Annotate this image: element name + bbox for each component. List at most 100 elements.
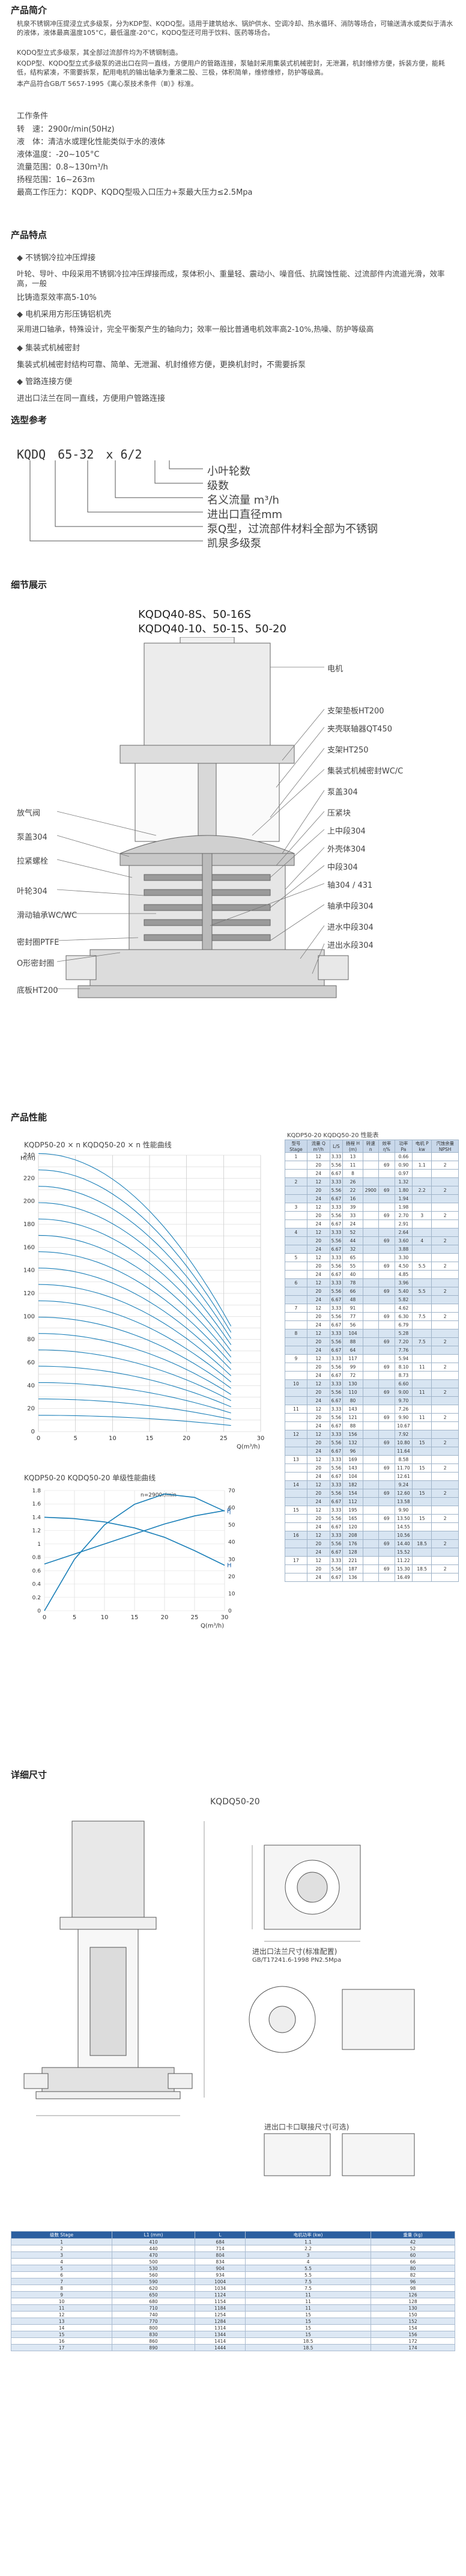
- table-cell: 4.62: [394, 1304, 413, 1313]
- stage-curve: [38, 1415, 231, 1426]
- y-tick-label: 0.6: [32, 1568, 41, 1574]
- table-cell: 5.5: [245, 2265, 371, 2272]
- dimensions-title: 详细尺寸: [11, 1769, 47, 1780]
- detail-title: 细节展示: [11, 579, 47, 590]
- x-tick-label: 10: [109, 1435, 116, 1442]
- table-cell: 7.26: [394, 1405, 413, 1414]
- table-cell: 96: [370, 2278, 456, 2285]
- table-cell: [412, 1447, 432, 1456]
- y-tick-label: 40: [27, 1382, 35, 1389]
- table-cell: 9.70: [394, 1396, 413, 1405]
- table-cell: 5.5: [245, 2271, 371, 2278]
- table-cell: 69: [378, 1363, 395, 1372]
- table-cell: [412, 1405, 432, 1414]
- table-cell: [362, 1295, 379, 1304]
- table-cell: 121: [342, 1413, 363, 1422]
- table-cell: 5.82: [394, 1295, 413, 1304]
- table-cell: 2900: [362, 1186, 379, 1195]
- table-cell: 24: [306, 1194, 330, 1203]
- table-cell: 6.67: [329, 1169, 343, 1178]
- table-cell: 66: [342, 1287, 363, 1296]
- table-cell: 860: [112, 2337, 195, 2345]
- table-cell: 20: [306, 1413, 330, 1422]
- table-cell: [412, 1354, 432, 1363]
- table-cell: [362, 1177, 379, 1186]
- table-cell: [362, 1463, 379, 1473]
- table-cell: 1034: [194, 2285, 246, 2292]
- table-cell: [378, 1455, 395, 1464]
- y-tick-label: 1.8: [32, 1488, 41, 1494]
- table-cell: 2.2: [412, 1186, 432, 1195]
- table-cell: [412, 1556, 432, 1565]
- table-cell: 12: [306, 1329, 330, 1338]
- table-cell: 560: [112, 2271, 195, 2278]
- table-cell: 156: [370, 2331, 456, 2338]
- table-cell: 154: [342, 1489, 363, 1498]
- model-label: 级数: [207, 480, 229, 492]
- table-cell: [285, 1262, 307, 1271]
- intro-p3: KQDP型、KQDQ型立式多级泵的进出口在同一直线，方便用户的管路连接，泵轴封采…: [17, 60, 445, 76]
- table-cell: 5.56: [329, 1438, 343, 1447]
- chart-subtitle: n=2900r/min: [141, 1492, 177, 1498]
- stage-curve: [38, 1316, 232, 1389]
- table-cell: [285, 1161, 307, 1170]
- table-cell: [431, 1405, 459, 1414]
- table-cell: 112: [342, 1497, 363, 1506]
- table-cell: 20: [306, 1489, 330, 1498]
- table-cell: 3.33: [329, 1405, 343, 1414]
- table-cell: [378, 1219, 395, 1228]
- table-cell: 1444: [194, 2344, 246, 2351]
- table-cell: 12.61: [394, 1472, 413, 1481]
- table-cell: 4.50: [394, 1262, 413, 1271]
- table-cell: [412, 1472, 432, 1481]
- y-right-tick-label: 70: [228, 1488, 235, 1494]
- table-cell: 24: [306, 1472, 330, 1481]
- table-cell: 77: [342, 1312, 363, 1321]
- table-cell: [378, 1522, 395, 1531]
- table-cell: 5: [285, 1253, 307, 1262]
- y-tick-label: 0.8: [32, 1555, 41, 1561]
- table-cell: [285, 1413, 307, 1422]
- feature-item: ◆ 管路连接方便: [17, 377, 73, 386]
- table-cell: 2: [431, 1363, 459, 1372]
- model-code: KQDQ 65-32 x 6/2: [17, 447, 142, 462]
- table-cell: 11: [10, 2304, 113, 2312]
- table-cell: 8.10: [394, 1363, 413, 1372]
- table-cell: [378, 1573, 395, 1582]
- x-tick-label: 5: [73, 1435, 77, 1442]
- table-cell: 5.56: [329, 1539, 343, 1548]
- table-cell: [285, 1438, 307, 1447]
- table-cell: 150: [370, 2311, 456, 2318]
- table-cell: 126: [370, 2291, 456, 2298]
- left-label: O形密封圈: [17, 959, 55, 968]
- table-cell: 7: [285, 1304, 307, 1313]
- table-cell: 15: [285, 1506, 307, 1515]
- table-cell: 14.40: [394, 1539, 413, 1548]
- table-cell: 11: [412, 1388, 432, 1397]
- table-cell: 96: [342, 1447, 363, 1456]
- table-cell: 20: [306, 1211, 330, 1220]
- table-cell: 7.5: [245, 2278, 371, 2285]
- table-cell: 128: [370, 2298, 456, 2305]
- table-cell: [285, 1312, 307, 1321]
- table-cell: 24: [306, 1270, 330, 1279]
- y-right-tick-label: 40: [228, 1540, 235, 1546]
- table-cell: [362, 1514, 379, 1523]
- table-cell: 8.58: [394, 1455, 413, 1464]
- table-cell: 1284: [194, 2318, 246, 2325]
- table-cell: 69: [378, 1337, 395, 1346]
- table-cell: 1.1: [412, 1161, 432, 1170]
- table-cell: 3.33: [329, 1203, 343, 1212]
- right-label: 集装式机械密封WC/C: [327, 767, 404, 776]
- table-cell: 6.67: [329, 1270, 343, 1279]
- table-cell: 3.33: [329, 1379, 343, 1388]
